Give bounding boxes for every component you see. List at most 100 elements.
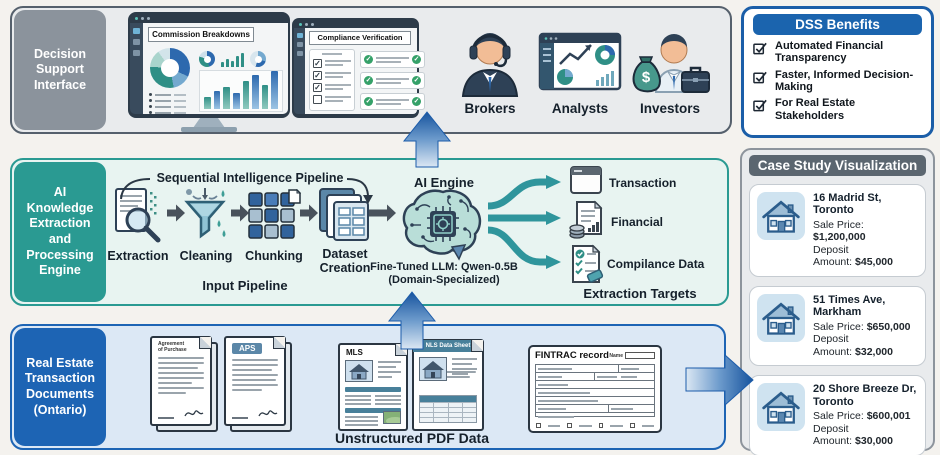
extraction-icon	[115, 188, 161, 243]
fintrac-name-field: Name	[609, 352, 655, 359]
checked-checkbox-icon: ✓	[313, 83, 322, 92]
house-photo-icon	[349, 364, 369, 380]
analyst-dashboard-icon	[538, 32, 622, 91]
donut-chart	[150, 48, 190, 88]
compliance-dashboard-screen: Compliance Verification ✓ ✓ ✓ ✓ ✓ ✓ ✓ ✓ ✓	[292, 18, 425, 118]
checkbox-check-icon	[753, 100, 767, 112]
dss-benefit-text: For Real Estate Stakeholders	[775, 97, 856, 122]
deposit-value: $30,000	[855, 435, 893, 448]
verification-results: ✓ ✓ ✓ ✓ ✓ ✓	[360, 51, 425, 114]
check-circle-icon: ✓	[364, 76, 373, 85]
dashboard-sidebar	[294, 28, 305, 114]
checkbox-check-icon	[753, 42, 767, 55]
mini-donut-chart	[199, 51, 215, 67]
dss-benefits-title: DSS Benefits	[753, 14, 922, 35]
band-label-text: Decision Support Interface	[33, 46, 87, 92]
commission-dashboard-screen: Commission Breakdowns	[143, 23, 288, 114]
nls-data-sheet-doc: NLS Data Sheet	[412, 339, 484, 431]
dss-benefits-panel: DSS Benefits Automated Financial Transpa…	[741, 6, 934, 138]
deposit-label: Deposit	[813, 333, 849, 346]
band-label-text: AI Knowledge Extraction and Processing E…	[26, 185, 94, 278]
house-icon-tile	[757, 383, 805, 432]
sale-price-value: $1,200,000	[813, 231, 866, 244]
svg-text:$: $	[642, 69, 651, 86]
dss-benefit-item: Faster, Informed Decision-Making	[753, 69, 922, 94]
agreement-doc-title: Agreement of Purchase	[158, 341, 187, 353]
decision-support-band-label: Decision Support Interface	[14, 10, 106, 130]
documents-band-label: Real Estate Transaction Documents (Ontar…	[14, 328, 106, 446]
property-address-line1: 51 Times Ave,	[813, 294, 886, 306]
checked-checkbox-icon: ✓	[313, 59, 322, 68]
compliance-dashboard-title: Compliance Verification	[309, 31, 411, 45]
mini-donut-chart	[250, 51, 266, 67]
fintrac-name-label: Name	[609, 352, 623, 359]
listing-photo	[419, 357, 447, 381]
deposit-value: $45,000	[855, 256, 893, 269]
signature-row	[158, 407, 204, 419]
page-fold	[395, 344, 407, 356]
page-fold	[273, 337, 285, 349]
check-circle-icon: ✓	[364, 97, 373, 106]
dataset-creation-icon	[319, 188, 369, 241]
mini-bar-chart	[221, 52, 244, 67]
sale-price-value: $600,001	[866, 410, 911, 423]
step-label-dataset-creation: Dataset Creation	[319, 247, 371, 275]
page-fold	[199, 337, 211, 349]
band-label-text: Real Estate Transaction Documents (Ontar…	[24, 355, 96, 417]
screen-titlebar	[294, 20, 417, 28]
page-fold	[471, 340, 483, 352]
property-address-line2: Toronto	[813, 395, 854, 408]
property-address-line2: Toronto	[813, 204, 854, 217]
compliance-doc-icon	[572, 244, 604, 283]
check-circle-icon: ✓	[412, 97, 421, 106]
chart-legend	[149, 93, 195, 117]
property-card: 20 Shore Breeze Dr,Toronto Sale Price: $…	[749, 375, 926, 455]
ai-engine-title: AI Engine	[414, 175, 474, 190]
yard-photo	[383, 411, 401, 424]
target-label-financial: Financial	[611, 215, 664, 229]
sale-price-line: Sale Price: $650,000	[813, 320, 911, 333]
fintrac-checkbox-row	[536, 423, 654, 428]
house-icon-tile	[757, 192, 805, 240]
mls-doc-title: MLS	[346, 348, 363, 357]
deposit-line: Amount: $32,000	[813, 345, 893, 358]
investors-label: Investors	[639, 101, 701, 116]
target-label-transaction: Transaction	[609, 176, 677, 190]
property-address-line2: Markham	[813, 306, 862, 319]
check-circle-icon: ✓	[412, 76, 421, 85]
sequential-pipeline-title: Sequential Intelligence Pipeline	[156, 171, 344, 185]
house-icon	[762, 200, 800, 233]
dss-benefit-item: For Real Estate Stakeholders	[753, 97, 922, 122]
house-photo-icon	[422, 361, 444, 379]
commission-dashboard-title: Commission Breakdowns	[148, 27, 254, 42]
fintrac-doc-title: FINTRAC record	[535, 350, 609, 361]
property-address-line1: 20 Shore Breeze Dr,	[813, 383, 917, 396]
ai-engine-band-label: AI Knowledge Extraction and Processing E…	[14, 162, 106, 302]
check-circle-icon: ✓	[412, 55, 421, 64]
monitor-base	[181, 127, 237, 132]
deposit-line: Amount: $30,000	[813, 435, 893, 448]
fintrac-record-doc: FINTRAC record Name	[528, 345, 662, 433]
text-lines	[378, 361, 401, 381]
dashboard-sidebar	[130, 23, 143, 114]
deposit-label: Deposit	[813, 422, 849, 435]
text-lines	[452, 358, 477, 378]
ai-brain-icon	[402, 189, 482, 261]
investor-icon: $	[632, 34, 710, 93]
section-bar	[345, 408, 401, 413]
checked-checkbox-icon: ✓	[313, 71, 322, 80]
dss-benefit-text: Automated Financial Transparency	[775, 40, 884, 65]
cleaning-icon	[184, 188, 226, 239]
house-icon-tile	[757, 294, 805, 342]
financial-doc-icon	[569, 200, 603, 239]
broker-icon	[461, 33, 519, 97]
table-lines	[345, 395, 401, 407]
deposit-line: Amount: $45,000	[813, 256, 893, 269]
property-card: 16 Madrid St,Toronto Sale Price: $1,200,…	[749, 184, 926, 277]
extraction-targets-label: Extraction Targets	[583, 286, 697, 301]
property-card: 51 Times Ave,Markham Sale Price: $650,00…	[749, 286, 926, 367]
check-circle-icon: ✓	[364, 55, 373, 64]
bar-chart	[199, 70, 283, 112]
mini-charts	[199, 47, 283, 67]
monitor-titlebar	[130, 14, 288, 23]
